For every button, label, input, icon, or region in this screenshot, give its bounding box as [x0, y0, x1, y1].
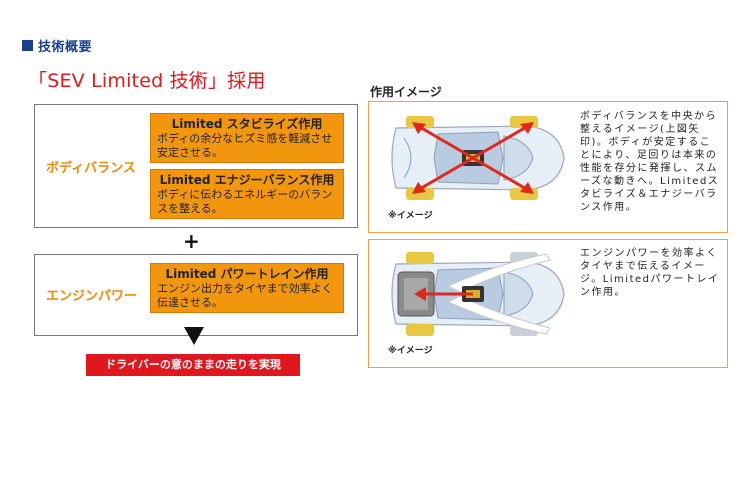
tech-energy-box: Limited エナジーバランス作用 ボディに伝わるエネルギーのバランスを整える… [150, 169, 344, 219]
tech-energy-desc: ボディに伝わるエネルギーのバランスを整える。 [157, 188, 333, 215]
panel-2-description: エンジンパワーを効率よくタイヤまで伝えるイメージ。Limitedパワートレイン作… [580, 248, 720, 298]
page-title: 「SEV Limited 技術」採用 [28, 70, 266, 92]
section-title: 技術概要 [38, 40, 93, 55]
result-banner: ドライバーの意のままの走りを実現 [86, 354, 300, 376]
tech-stabilize-title: Limited スタビライズ作用 [171, 117, 323, 131]
tech-powertrain-title: Limited パワートレイン作用 [165, 267, 329, 281]
tech-energy-title: Limited エナジーバランス作用 [159, 173, 335, 187]
section-marker-icon [22, 40, 33, 51]
image-caption: 作用イメージ [370, 85, 442, 99]
plus-sign: + [183, 229, 200, 253]
engine-power-label: エンジンパワー [46, 289, 138, 304]
tech-powertrain-desc: エンジン出力をタイヤまで効率よく伝達させる。 [157, 282, 333, 309]
tech-powertrain-box: Limited パワートレイン作用 エンジン出力をタイヤまで効率よく伝達させる。 [150, 263, 344, 313]
panel-1-description: ボディバランスを中央から整えるイメージ(上図矢印)。ボディが安定することにより、… [580, 111, 720, 213]
panel-2-note: ※イメージ [388, 346, 433, 356]
tech-stabilize-box: Limited スタビライズ作用 ボディの余分なヒズミ感を軽減させ安定させる。 [150, 113, 344, 163]
panel-1-note: ※イメージ [388, 211, 433, 221]
tech-stabilize-desc: ボディの余分なヒズミ感を軽減させ安定させる。 [157, 132, 333, 159]
car-balance-illustration [378, 110, 568, 210]
body-balance-label: ボディバランス [46, 161, 136, 176]
car-powertrain-illustration [378, 246, 568, 346]
